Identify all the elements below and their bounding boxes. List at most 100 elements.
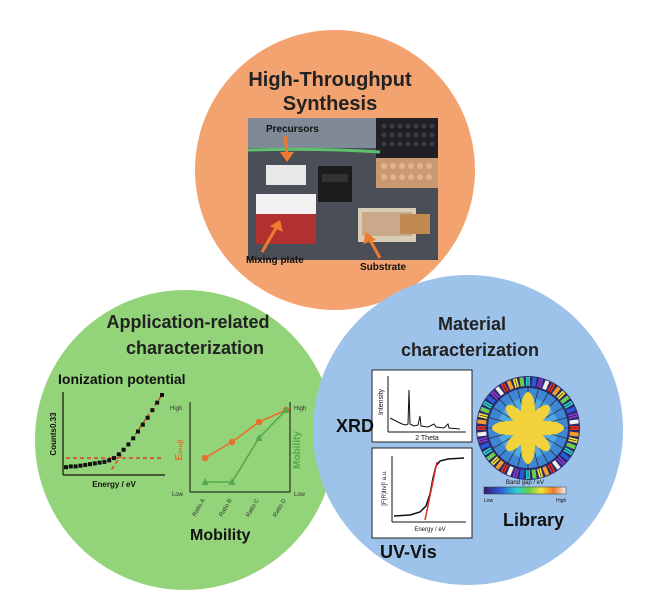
- ionization-point: [78, 463, 83, 468]
- ionization-point: [131, 436, 136, 441]
- application-title-line1: Application-related: [106, 312, 269, 332]
- mixing-plate-label: Mixing plate: [246, 255, 304, 266]
- ionization-point: [121, 447, 126, 452]
- ionization-point: [107, 458, 112, 463]
- library-ring-segment: [506, 466, 514, 476]
- ionization-point: [160, 393, 164, 397]
- ionization-point: [83, 462, 88, 467]
- uvvis-ylabel: [F(R)hν]² a.u.: [382, 470, 388, 506]
- ionization-point: [97, 460, 102, 465]
- lab-photo: [247, 118, 438, 260]
- ionization-point: [112, 456, 116, 461]
- ionization-point: [68, 464, 73, 469]
- xrd-ylabel: Intensity: [378, 388, 385, 415]
- substrate-arrow: [368, 239, 382, 259]
- ionization-xlabel: Energy / eV: [92, 480, 136, 489]
- library-ring-segment: [569, 431, 579, 437]
- substrate-label: Substrate: [360, 262, 407, 273]
- mobility-point: [255, 434, 263, 441]
- mobility-title: Mobility: [190, 527, 251, 544]
- library-ring-segment: [486, 451, 496, 461]
- ionization-point: [102, 459, 107, 464]
- ionization-point: [73, 464, 78, 469]
- library-ring-segment: [519, 377, 525, 387]
- library-ring-segment: [569, 419, 579, 425]
- library-flower: [492, 392, 564, 464]
- colorbar-title: Band gap / eV: [506, 480, 544, 486]
- library-ring-segment: [566, 406, 576, 414]
- mobility-right-axis: Mobility: [292, 431, 303, 469]
- colorbar-high: High: [556, 498, 567, 504]
- library-ring-segment: [551, 386, 561, 396]
- library-ring-segment: [495, 460, 505, 470]
- library-ring-segment: [531, 469, 537, 479]
- library-ring-segment: [477, 419, 487, 425]
- ionization-point: [155, 400, 160, 405]
- substrate-arrowhead: [363, 232, 376, 244]
- library-ring-segment: [566, 442, 576, 450]
- library-ring-segment: [551, 460, 561, 470]
- ionization-point: [145, 415, 150, 420]
- uvvis-label: UV-Vis: [380, 542, 437, 562]
- mobility-point: [228, 478, 236, 485]
- uvvis-tangent: [424, 461, 438, 521]
- xrd-plot: Intensity 2 Theta: [371, 369, 473, 443]
- mobility-point: [228, 438, 236, 446]
- library-ring-segment: [495, 386, 505, 396]
- xrd-label: XRD: [336, 416, 374, 436]
- library-ring-segment: [480, 442, 490, 450]
- ionization-ylabel: Counts0.33: [49, 412, 58, 456]
- ionization-point: [126, 442, 131, 447]
- mobility-point: [201, 478, 209, 485]
- library-ring-segment: [542, 466, 550, 476]
- xrd-pattern: [389, 389, 461, 430]
- ionization-point: [88, 462, 92, 467]
- colorbar: [483, 486, 567, 495]
- library-ring-segment: [477, 431, 487, 437]
- precursors-arrowhead: [280, 152, 294, 162]
- ionization-point: [150, 408, 155, 413]
- ionization-plot: Counts0.33 Energy / eV: [49, 392, 165, 489]
- mixing-plate-arrowhead: [270, 220, 283, 232]
- ionization-point: [136, 429, 140, 434]
- mobility-right-low: Low: [294, 492, 306, 498]
- mobility-left-high: High: [170, 406, 182, 412]
- mobility-point: [201, 454, 209, 462]
- library-ring-segment: [531, 377, 537, 387]
- precursors-arrow: [283, 135, 289, 155]
- ionization-point: [140, 422, 145, 427]
- ionization-title: Ionization potential: [58, 371, 186, 387]
- synthesis-title-line1: High-Throughput: [248, 69, 412, 91]
- ionization-point: [92, 461, 97, 466]
- library-label: Library: [503, 510, 564, 530]
- library-ring-segment: [480, 406, 490, 414]
- mixing-plate-arrow: [260, 227, 278, 253]
- application-circle: [35, 290, 335, 590]
- mobility-point: [255, 418, 263, 426]
- material-title-line1: Material: [438, 314, 506, 334]
- xrd-xlabel: 2 Theta: [415, 435, 439, 442]
- mobility-point: [282, 406, 290, 413]
- uvvis-xlabel: Energy / eV: [414, 527, 445, 533]
- uvvis-plot: [F(R)hν]² a.u. Energy / eV: [371, 447, 473, 539]
- colorbar-low: Low: [484, 498, 494, 504]
- ionization-point: [64, 465, 68, 470]
- library-plot: Band gap / eV Low High: [476, 376, 580, 504]
- library-ring-segment: [542, 380, 550, 390]
- library-ring-segment: [519, 469, 525, 479]
- mobility-series-line: [204, 409, 287, 459]
- mobility-left-axis: Eₘₒᵦ: [174, 439, 185, 460]
- library-ring-segment: [560, 395, 570, 405]
- material-title-line2: characterization: [401, 340, 539, 360]
- ionization-point: [116, 452, 121, 457]
- library-ring-segment: [560, 451, 570, 461]
- application-title-line2: characterization: [126, 338, 264, 358]
- mobility-left-low: Low: [172, 492, 184, 498]
- synthesis-title-line2: Synthesis: [283, 93, 377, 115]
- mobility-series-line: [205, 409, 287, 483]
- library-ring-segment: [486, 395, 496, 405]
- library-ring-segment: [506, 380, 514, 390]
- mobility-right-high: High: [294, 406, 306, 412]
- precursors-label: Precursors: [266, 124, 319, 135]
